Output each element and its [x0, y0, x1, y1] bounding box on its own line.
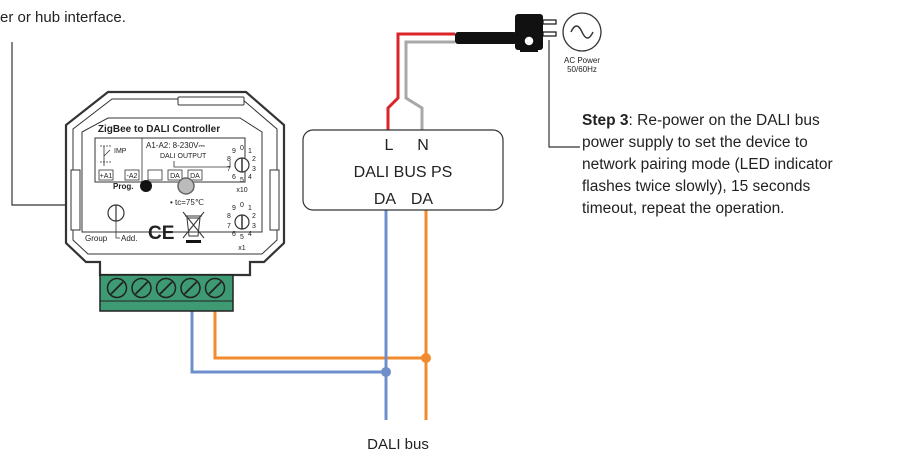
step3-line1-text: : Re-power on the DALI bus — [629, 112, 821, 129]
dali-bus-ps-title: DALI BUS PS — [354, 164, 453, 181]
dial1-digit-0: 0 — [240, 202, 244, 209]
step3-leader-line — [548, 40, 580, 148]
terminal-n-label: N — [417, 137, 429, 154]
add-label: Add. — [121, 234, 137, 243]
controller-inner-outline — [72, 98, 278, 255]
controller-title: ZigBee to DALI Controller — [98, 124, 220, 135]
terminal-screw-icon — [106, 277, 128, 299]
step3-line3: network pairing mode (LED indicator — [582, 156, 833, 173]
dial10-digit-4: 4 — [248, 174, 252, 181]
weee-bin-icon — [182, 211, 205, 243]
tc-label: • tc=75℃ — [170, 198, 204, 207]
terminal-box-da1 — [167, 169, 183, 181]
prog-label: Prog. — [113, 182, 133, 191]
step3-line1: Step 3: Re-power on the DALI bus — [582, 112, 820, 129]
terminal-screw-icon — [180, 277, 201, 299]
orange-junction-dot — [421, 353, 431, 363]
dali-bus-label: DALI bus — [367, 436, 429, 453]
ac-power-frequency: 50/60Hz — [567, 65, 597, 74]
rotary-dial-x1[interactable] — [234, 214, 250, 230]
dial10-digit-3: 3 — [252, 166, 256, 173]
orange-wire-controller — [213, 282, 428, 420]
switch-symbol-icon — [100, 145, 112, 166]
dial1-digit-5: 5 — [240, 234, 244, 241]
ac-power-icon — [562, 12, 602, 52]
terminal-da1-label-ctrl: DA — [170, 173, 180, 180]
imp-label: IMP — [114, 148, 127, 155]
right-grip — [269, 169, 280, 231]
power-plug-icon — [515, 14, 557, 52]
power-cord — [455, 32, 517, 44]
gray-wire-n — [404, 40, 455, 130]
spec-label: A1-A2: 8-230V⎓ — [146, 141, 205, 150]
dial1-digit-2: 2 — [252, 213, 256, 220]
terminal-da2-label-ctrl: DA — [190, 173, 200, 180]
terminal-da2-label: DA — [411, 191, 434, 208]
dial1-digit-8: 8 — [227, 213, 231, 220]
dial1-digit-9: 9 — [232, 205, 236, 212]
dial10-digit-7: 7 — [227, 166, 231, 173]
terminal-box-a2 — [124, 169, 140, 181]
dali-output-label: DALI OUTPUT — [160, 153, 207, 160]
red-wire-l — [386, 32, 455, 130]
terminal-a1-label: +A1 — [100, 173, 113, 180]
top-annotation: er or hub interface. — [0, 9, 126, 26]
dali-bus-ps-box — [302, 129, 504, 211]
dial10-digit-5: 5 — [240, 177, 244, 184]
dial10-digit-0: 0 — [240, 145, 244, 152]
terminal-screws — [106, 277, 226, 299]
rotary-dial-x10[interactable] — [234, 157, 250, 173]
dial10-digit-9: 9 — [232, 148, 236, 155]
terminal-box-empty — [147, 169, 163, 181]
step3-line5: timeout, repeat the operation. — [582, 200, 785, 217]
ac-power-label: AC Power — [564, 56, 600, 65]
dial1-digit-1: 1 — [248, 205, 252, 212]
dial10-digit-8: 8 — [227, 156, 231, 163]
terminal-screw-icon — [155, 277, 177, 299]
controller-panel — [81, 117, 263, 233]
group-label: Group — [85, 234, 108, 243]
ce-mark: CE — [148, 223, 174, 244]
terminal-box-a1 — [98, 169, 114, 181]
blue-junction-dot — [381, 367, 391, 377]
dial-x10-label: x10 — [236, 187, 247, 194]
dial10-digit-6: 6 — [232, 174, 236, 181]
terminal-screw-icon — [131, 277, 152, 299]
dial1-digit-7: 7 — [227, 223, 231, 230]
terminal-da1-label: DA — [374, 191, 397, 208]
dial1-digit-6: 6 — [232, 231, 236, 238]
terminal-box-da2 — [187, 169, 203, 181]
controller-device: ZigBee to DALI Controller IMP A1-A2: 8-2… — [64, 90, 286, 312]
left-grip — [70, 169, 81, 231]
dial-x1-label: x1 — [238, 245, 246, 252]
prog-button[interactable] — [140, 180, 152, 192]
terminal-screw-icon — [204, 277, 226, 299]
dial10-digit-2: 2 — [252, 156, 256, 163]
terminal-a2-label: -A2 — [127, 173, 138, 180]
step3-line2: power supply to set the device to — [582, 134, 808, 151]
led-indicator — [177, 177, 195, 195]
dial10-digit-1: 1 — [248, 148, 252, 155]
dial1-digit-3: 3 — [252, 223, 256, 230]
step3-line4: flashes twice slowly), 15 seconds — [582, 178, 811, 195]
top-clip — [177, 96, 245, 106]
step3-label: Step 3 — [582, 112, 629, 129]
terminal-l-label: L — [385, 137, 394, 154]
dial1-digit-4: 4 — [248, 231, 252, 238]
